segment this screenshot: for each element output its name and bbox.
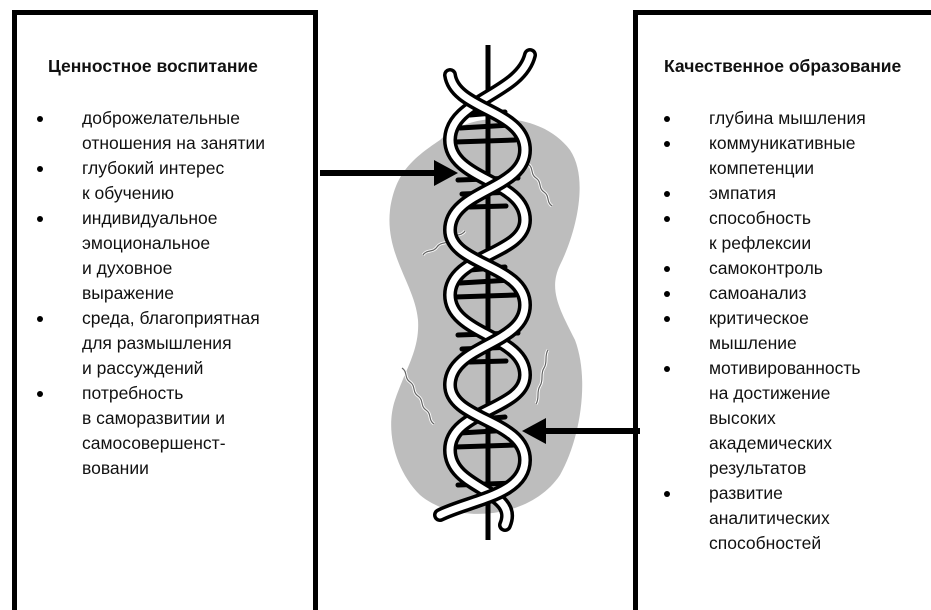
arrow-right-icon	[320, 160, 458, 186]
arrow-left-icon	[522, 418, 640, 444]
